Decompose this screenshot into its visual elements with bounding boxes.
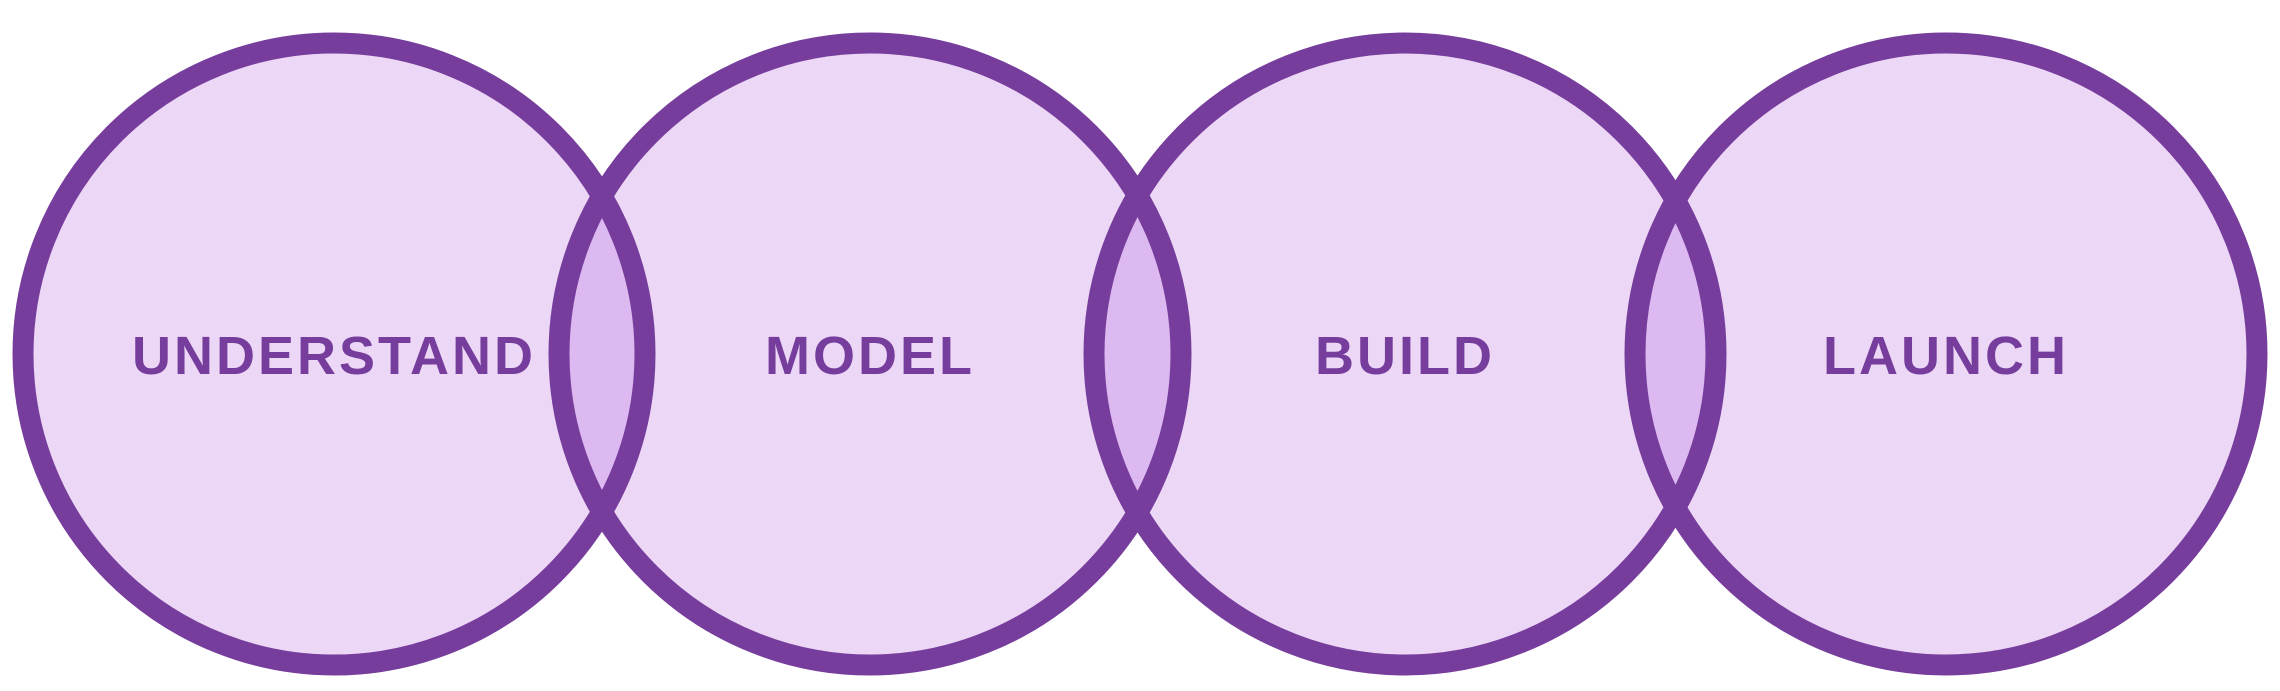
label-model: MODEL [765,326,975,386]
circle-understand [23,43,645,665]
circle-outlines [12,32,2268,676]
outline-understand [12,32,656,676]
label-launch: LAUNCH [1823,326,2069,386]
circle-build [1094,43,1716,665]
circle-launch [1635,43,2257,665]
circle-fills [23,43,2257,665]
label-build: BUILD [1315,326,1495,386]
label-understand: UNDERSTAND [132,326,536,386]
stage-labels: UNDERSTAND MODEL BUILD LAUNCH [132,326,2069,386]
outline-launch [1624,32,2268,676]
circle-model [559,43,1181,665]
outline-build [1083,32,1727,676]
outline-model [548,32,1192,676]
